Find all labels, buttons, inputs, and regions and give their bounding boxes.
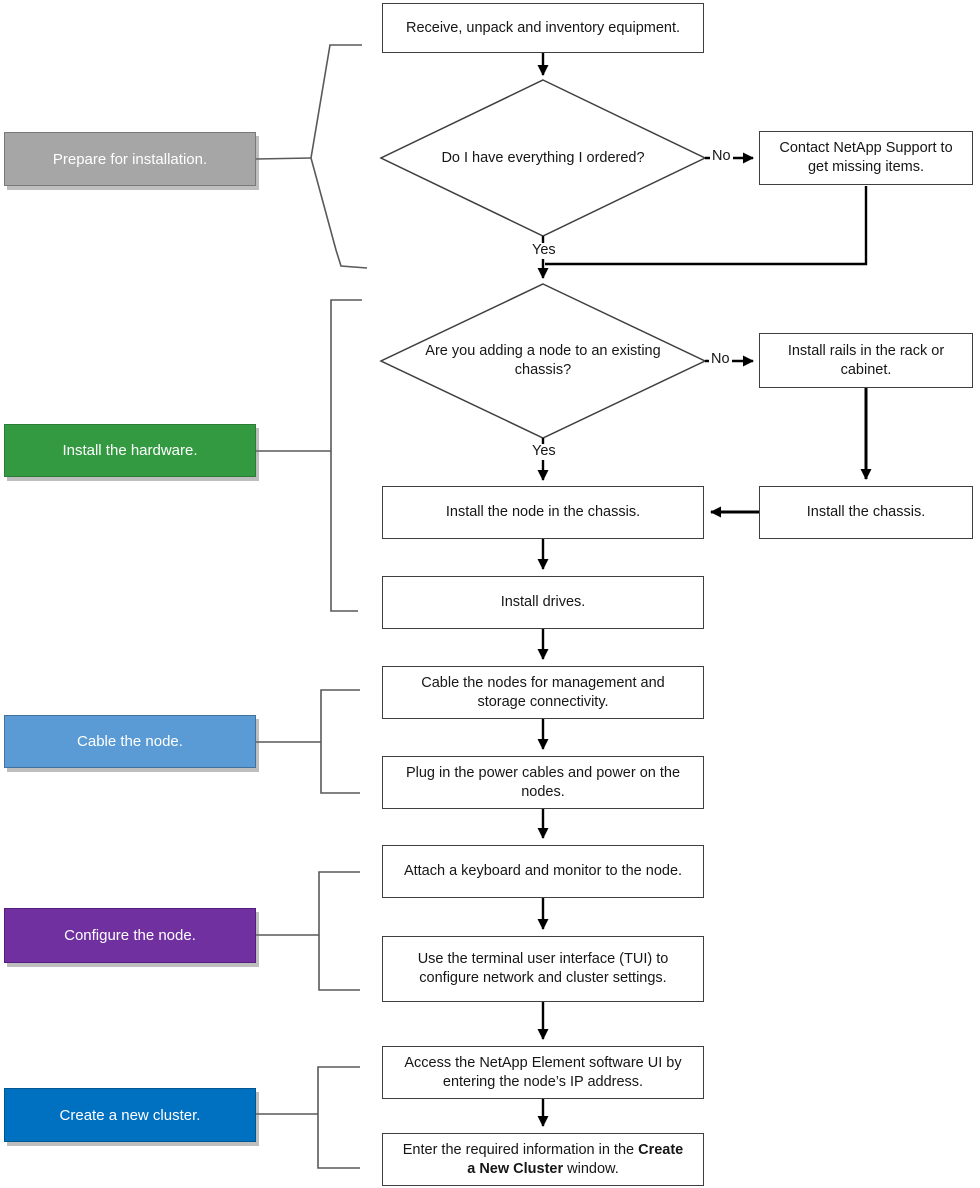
phase-label-text: Cable the node. xyxy=(77,733,183,750)
phase-label-install-hardware: Install the hardware. xyxy=(4,424,256,477)
step-install-rails: Install rails in the rack or cabinet. xyxy=(759,333,973,388)
step-text: Access the NetApp Element software UI by… xyxy=(404,1054,682,1090)
phase-label-create-cluster: Create a new cluster. xyxy=(4,1088,256,1142)
decision-adding-node: Are you adding a node to an existing cha… xyxy=(413,331,673,391)
step-enter-cluster-info: Enter the required information in the Cr… xyxy=(382,1133,704,1186)
step-text: Install the node in the chassis. xyxy=(445,504,641,521)
decision-text: Do I have everything I ordered? xyxy=(441,149,645,166)
phase-bracket-2 xyxy=(330,299,362,612)
step-text: Cable the nodes for management and stora… xyxy=(421,674,665,710)
step-install-drives: Install drives. xyxy=(382,576,704,629)
phase-connector-1 xyxy=(255,157,312,160)
phase-bracket-3 xyxy=(320,689,360,794)
step-text: Install rails in the rack or cabinet. xyxy=(787,342,945,378)
step-receive-equipment: Receive, unpack and inventory equipment. xyxy=(382,3,704,53)
step-contact-support: Contact NetApp Support to get missing it… xyxy=(759,131,973,185)
phase-label-configure-node: Configure the node. xyxy=(4,908,256,963)
yes-label-2: Yes xyxy=(530,443,558,460)
no-label-2: No xyxy=(709,351,732,368)
phase-bracket-4 xyxy=(318,871,360,991)
step-cable-nodes: Cable the nodes for management and stora… xyxy=(382,666,704,719)
step-text: Contact NetApp Support to get missing it… xyxy=(779,140,953,175)
phase-label-cable-node: Cable the node. xyxy=(4,715,256,768)
phase-bracket-5 xyxy=(317,1066,360,1169)
step-text: Receive, unpack and inventory equipment. xyxy=(405,19,681,36)
step-text-pre: Enter the required information in the xyxy=(402,1141,639,1158)
step-text: Install the chassis. xyxy=(806,504,926,521)
phase-label-text: Create a new cluster. xyxy=(59,1106,201,1124)
phase-label-text: Prepare for installation. xyxy=(52,150,208,168)
step-attach-keyboard: Attach a keyboard and monitor to the nod… xyxy=(382,845,704,898)
yes-label-1: Yes xyxy=(530,242,558,259)
step-install-chassis: Install the chassis. xyxy=(759,486,973,539)
step-text: Attach a keyboard and monitor to the nod… xyxy=(403,863,683,880)
feedback-line xyxy=(545,186,868,266)
decision-text: Are you adding a node to an existing cha… xyxy=(425,343,661,378)
step-text: Install drives. xyxy=(500,594,586,611)
phase-bracket-1 xyxy=(310,44,368,269)
step-text: Plug in the power cables and power on th… xyxy=(405,764,681,800)
step-access-ui: Access the NetApp Element software UI by… xyxy=(382,1046,704,1099)
step-text: Enter the required information in the Cr… xyxy=(399,1141,687,1179)
phase-label-prepare: Prepare for installation. xyxy=(4,132,256,186)
step-text-post: window. xyxy=(563,1160,619,1177)
step-text: Use the terminal user interface (TUI) to… xyxy=(417,951,669,986)
phase-label-text: Configure the node. xyxy=(64,927,196,944)
step-plug-power: Plug in the power cables and power on th… xyxy=(382,756,704,809)
step-use-tui: Use the terminal user interface (TUI) to… xyxy=(382,936,704,1002)
step-install-node: Install the node in the chassis. xyxy=(382,486,704,539)
step-text-bold: Create a New Cluster xyxy=(467,1141,684,1177)
phase-label-text: Install the hardware. xyxy=(62,442,198,459)
no-label-1: No xyxy=(710,148,733,165)
decision-have-everything: Do I have everything I ordered? xyxy=(423,121,663,195)
